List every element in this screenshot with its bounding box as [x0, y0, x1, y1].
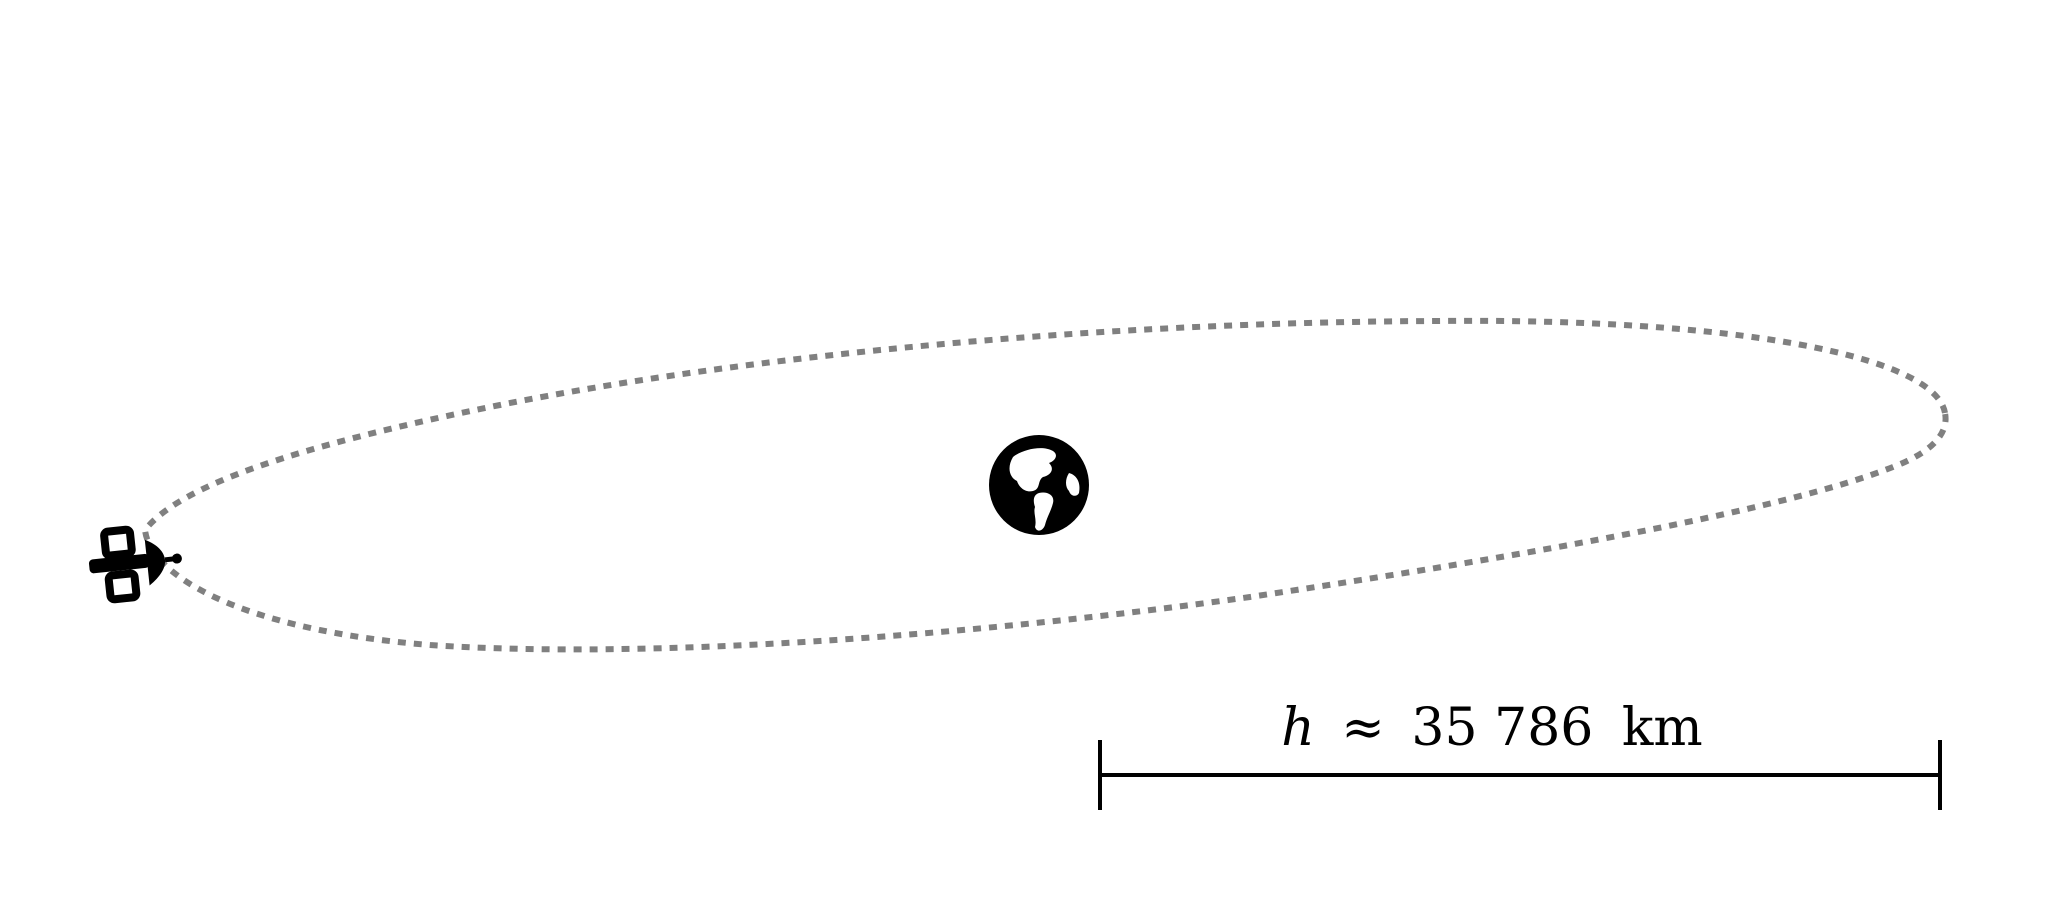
earth-globe-icon [989, 435, 1089, 535]
altitude-label: h ≈ 35 786 km [1281, 698, 1702, 758]
altitude-unit: km [1622, 698, 1703, 758]
orbit-path [141, 317, 1949, 653]
approx-symbol: ≈ [1341, 698, 1385, 758]
satellite-icon [88, 525, 182, 604]
altitude-scale-bar [1098, 740, 1942, 810]
altitude-value: 35 786 [1411, 698, 1593, 758]
altitude-variable: h [1281, 698, 1315, 758]
